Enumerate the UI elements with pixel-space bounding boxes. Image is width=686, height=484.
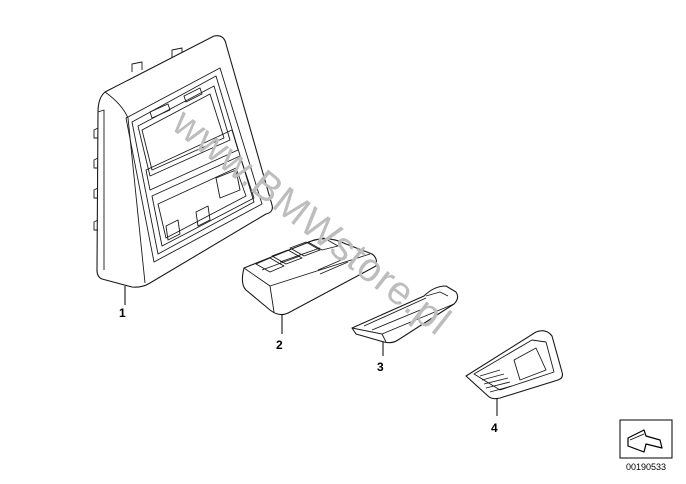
part-3-small-tray — [351, 285, 459, 344]
diagram-number: 00190533 — [626, 462, 666, 472]
part-4-ashtray-insert — [465, 330, 564, 400]
callout-label-1: 1 — [119, 306, 126, 320]
callout-label-4: 4 — [491, 421, 498, 435]
callout-label-2: 2 — [276, 338, 283, 352]
part-2-storage-insert — [241, 237, 378, 316]
callout-4: 4 — [491, 398, 498, 435]
callout-label-3: 3 — [377, 360, 384, 374]
part-1-console-trim-panel — [93, 35, 273, 288]
callout-1: 1 — [119, 286, 126, 320]
callout-2: 2 — [276, 314, 283, 352]
callout-3: 3 — [377, 342, 384, 374]
navigation-arrow-icon — [619, 419, 673, 459]
